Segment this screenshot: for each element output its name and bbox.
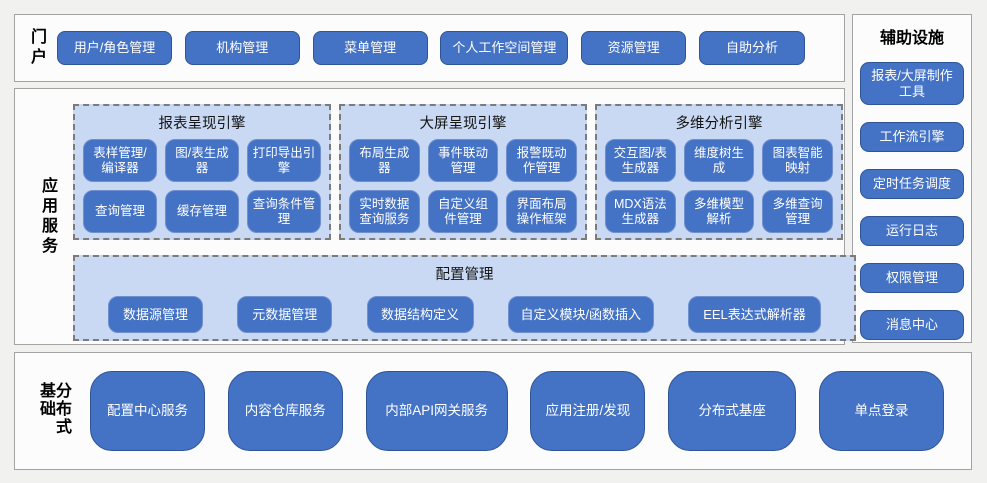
app-services-section-label: 应用服务 [39, 176, 56, 257]
config-button-metadata[interactable]: 元数据管理 [237, 296, 333, 333]
engine-button[interactable]: 自定义组件管理 [427, 190, 499, 233]
distributed-button-row: 配置中心服务 内容仓库服务 内部API网关服务 应用注册/发现 分布式基座 单点… [90, 371, 944, 451]
auxiliary-section-title: 辅助设施 [879, 30, 944, 47]
config-button-row: 数据源管理 元数据管理 数据结构定义 自定义模块/函数插入 EEL表达式解析器 [75, 290, 854, 333]
dist-button-api-gateway[interactable]: 内部API网关服务 [365, 371, 508, 451]
portal-button-workspace[interactable]: 个人工作空间管理 [440, 31, 569, 65]
engine-title-olap: 多维分析引擎 [675, 116, 763, 132]
engine-button[interactable]: 缓存管理 [165, 190, 239, 233]
engine-grid-olap: 交互图/表生成器 维度树生成 图表智能映射 MDX语法生成器 多维模型解析 多维… [605, 139, 833, 233]
dist-button-app-registry[interactable]: 应用注册/发现 [530, 371, 646, 451]
portal-button-selfservice[interactable]: 自助分析 [698, 31, 805, 65]
config-button-custom-module[interactable]: 自定义模块/函数插入 [507, 296, 654, 333]
engine-grid-report: 表样管理/编译器 图/表生成器 打印导出引擎 查询管理 缓存管理 查询条件管理 [83, 139, 321, 233]
dist-button-sso[interactable]: 单点登录 [818, 371, 944, 451]
auxiliary-section: 辅助设施 报表/大屏制作工具 工作流引擎 定时任务调度 运行日志 权限管理 消息… [852, 14, 972, 343]
aux-button-scheduler[interactable]: 定时任务调度 [860, 169, 964, 199]
dist-button-config-center[interactable]: 配置中心服务 [90, 371, 205, 451]
portal-button-menu[interactable]: 菜单管理 [312, 31, 428, 65]
dist-button-content-repo[interactable]: 内容仓库服务 [227, 371, 343, 451]
config-button-datastruct[interactable]: 数据结构定义 [366, 296, 474, 333]
aux-button-message[interactable]: 消息中心 [860, 310, 964, 340]
engine-box-report: 报表呈现引擎 表样管理/编译器 图/表生成器 打印导出引擎 查询管理 缓存管理 … [73, 104, 331, 240]
portal-button-org[interactable]: 机构管理 [184, 31, 300, 65]
aux-button-workflow[interactable]: 工作流引擎 [860, 122, 964, 152]
portal-section: 门户 用户/角色管理 机构管理 菜单管理 个人工作空间管理 资源管理 自助分析 [14, 14, 845, 82]
engine-button[interactable]: 图表智能映射 [762, 139, 833, 182]
config-button-eel-parser[interactable]: EEL表达式解析器 [688, 296, 821, 333]
engine-grid-dashboard: 布局生成器 事件联动管理 报警既动作管理 实时数据查询服务 自定义组件管理 界面… [349, 139, 577, 233]
engine-button[interactable]: 查询管理 [83, 190, 157, 233]
dist-button-distributed-pedestal[interactable]: 分布式基座 [668, 371, 797, 451]
engine-button[interactable]: 多维模型解析 [683, 190, 755, 233]
engine-box-dashboard: 大屏呈现引擎 布局生成器 事件联动管理 报警既动作管理 实时数据查询服务 自定义… [339, 104, 587, 240]
portal-button-row: 用户/角色管理 机构管理 菜单管理 个人工作空间管理 资源管理 自助分析 [57, 31, 805, 65]
engine-title-report: 报表呈现引擎 [158, 116, 246, 132]
distributed-base-section: 分布式基础 配置中心服务 内容仓库服务 内部API网关服务 应用注册/发现 分布… [14, 352, 972, 470]
engine-button[interactable]: 界面布局操作框架 [506, 190, 577, 233]
config-management-box: 配置管理 数据源管理 元数据管理 数据结构定义 自定义模块/函数插入 EEL表达… [73, 255, 856, 341]
portal-button-user-role[interactable]: 用户/角色管理 [57, 31, 172, 65]
aux-button-report-tool[interactable]: 报表/大屏制作工具 [860, 62, 964, 105]
engine-button[interactable]: 多维查询管理 [762, 190, 833, 233]
portal-section-label: 门户 [28, 28, 45, 68]
aux-button-runlog[interactable]: 运行日志 [860, 216, 964, 246]
config-title: 配置管理 [435, 267, 494, 283]
engine-button[interactable]: MDX语法生成器 [605, 190, 676, 233]
engine-button[interactable]: 交互图/表生成器 [605, 139, 676, 182]
engine-button[interactable]: 查询条件管理 [247, 190, 321, 233]
config-button-datasource[interactable]: 数据源管理 [108, 296, 203, 333]
aux-button-permission[interactable]: 权限管理 [860, 263, 964, 293]
engine-button[interactable]: 图/表生成器 [165, 139, 239, 182]
engine-button[interactable]: 事件联动管理 [427, 139, 499, 182]
app-services-section: 应用服务 报表呈现引擎 表样管理/编译器 图/表生成器 打印导出引擎 查询管理 … [14, 88, 856, 345]
engine-title-dashboard: 大屏呈现引擎 [419, 116, 507, 132]
engine-button[interactable]: 实时数据查询服务 [349, 190, 420, 233]
engine-box-olap: 多维分析引擎 交互图/表生成器 维度树生成 图表智能映射 MDX语法生成器 多维… [595, 104, 843, 240]
engine-button[interactable]: 布局生成器 [349, 139, 420, 182]
engine-button[interactable]: 表样管理/编译器 [83, 139, 157, 182]
distributed-base-label: 分布式基础 [37, 382, 70, 436]
engine-row: 报表呈现引擎 表样管理/编译器 图/表生成器 打印导出引擎 查询管理 缓存管理 … [73, 104, 843, 240]
engine-button[interactable]: 报警既动作管理 [506, 139, 577, 182]
engine-button[interactable]: 打印导出引擎 [247, 139, 321, 182]
engine-button[interactable]: 维度树生成 [683, 139, 755, 182]
portal-button-resource[interactable]: 资源管理 [581, 31, 687, 65]
